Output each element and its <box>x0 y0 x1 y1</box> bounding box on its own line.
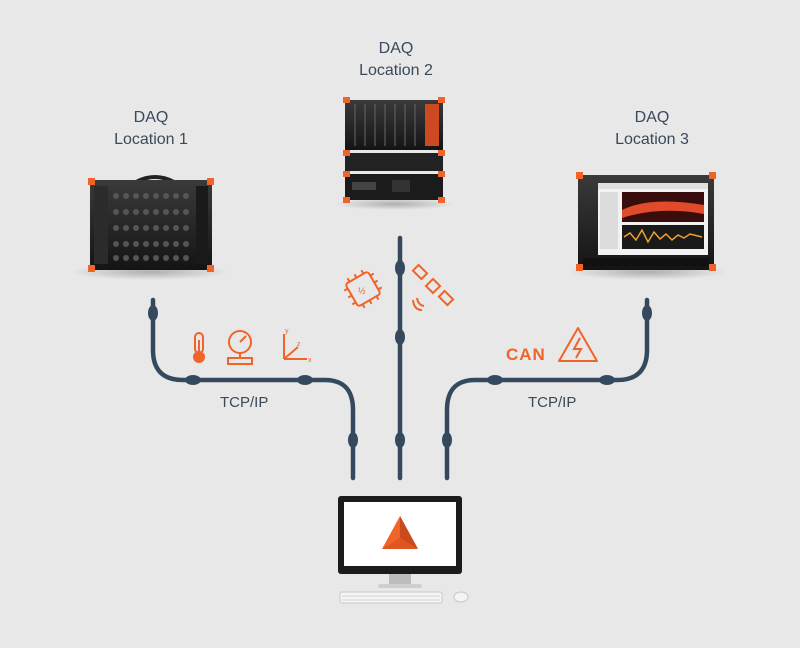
chip-icon: ½ <box>343 269 383 309</box>
connector <box>487 375 503 385</box>
daq-device-3 <box>568 172 728 280</box>
connector <box>395 432 405 448</box>
axis-z-label: z <box>297 341 301 348</box>
connector <box>442 432 452 448</box>
tcp-ip-left-label: TCP/IP <box>220 394 269 411</box>
can-bus-label: CAN <box>506 345 546 364</box>
daq-location-2-label: DAQ Location 2 <box>316 38 476 82</box>
gps-satellite-icon <box>411 263 455 311</box>
daq-location-3-line1: DAQ <box>634 109 670 126</box>
dewesoft-logo-icon <box>382 516 418 549</box>
daq-location-1-line2: Location 1 <box>114 131 188 148</box>
chip-label: ½ <box>358 286 366 296</box>
tcp-ip-right-label: TCP/IP <box>528 394 577 411</box>
daq-location-2-line2: Location 2 <box>359 62 433 79</box>
axis-x-label: x <box>308 357 312 364</box>
daq-location-3-line2: Location 3 <box>615 131 689 148</box>
high-voltage-icon <box>558 327 598 362</box>
daq-location-3-label: DAQ Location 3 <box>572 107 732 151</box>
cable-connectors <box>148 260 652 448</box>
daq-device-2 <box>335 97 455 210</box>
connector <box>395 329 405 345</box>
connector <box>599 375 615 385</box>
connector <box>185 375 201 385</box>
cable-location-3 <box>444 297 650 481</box>
thermometer-icon <box>193 332 205 363</box>
daq-location-1-line1: DAQ <box>133 109 169 126</box>
cable-location-1 <box>150 297 356 481</box>
daq-location-2-line1: DAQ <box>378 40 414 57</box>
daq-location-1-label: DAQ Location 1 <box>71 107 231 151</box>
axis-y-label: y <box>285 328 289 335</box>
xyz-axes-icon: y x z <box>283 328 312 364</box>
connector <box>348 432 358 448</box>
connector <box>642 305 652 321</box>
connector <box>297 375 313 385</box>
daq-device-1 <box>70 175 230 280</box>
connector <box>148 305 158 321</box>
computer <box>338 496 469 604</box>
connector <box>395 260 405 276</box>
pressure-gauge-icon <box>227 330 253 365</box>
